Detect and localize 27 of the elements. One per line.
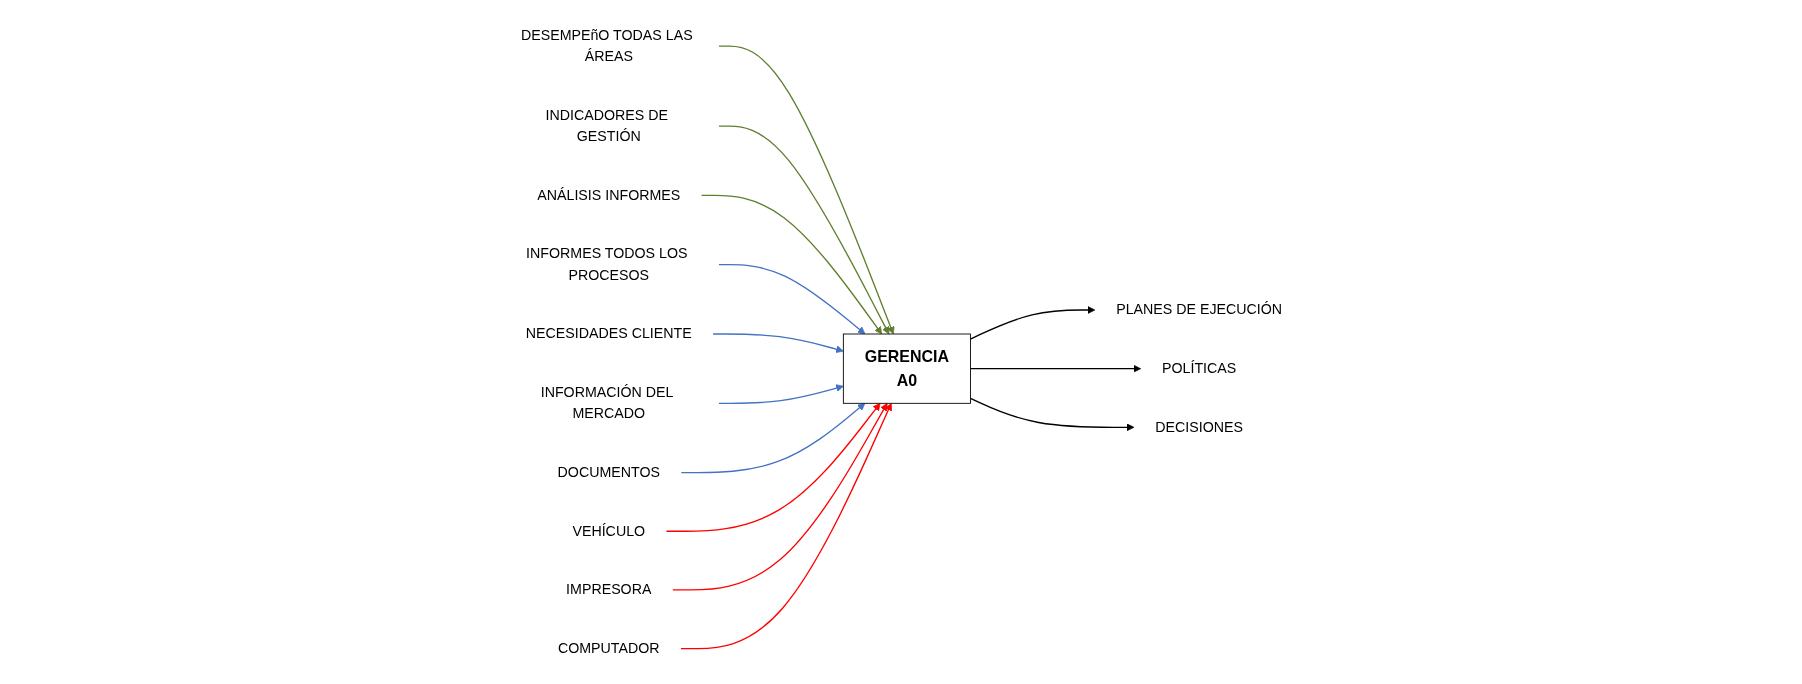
arrow	[700, 194, 883, 335]
arrow	[718, 125, 890, 335]
node-text: INFORMES TODOS LOS PROCESOS	[526, 246, 688, 283]
node-text: VEHÍCULO	[572, 523, 646, 539]
node-text: DESEMPEñO TODAS LAS ÁREAS	[520, 27, 693, 64]
arrow	[969, 306, 1096, 340]
arrow	[718, 45, 895, 335]
arrow	[712, 333, 844, 354]
node-text: INDICADORES DE GESTIÓN	[545, 107, 669, 144]
arrow	[680, 402, 892, 650]
arrow	[969, 397, 1135, 432]
node-text: ANÁLISIS INFORMES	[537, 187, 681, 203]
arrow	[969, 364, 1142, 373]
node-box: GERENCIA A0	[842, 333, 971, 404]
arrow	[718, 264, 866, 335]
arrow	[665, 402, 881, 532]
arrow	[718, 384, 844, 404]
node-text: INFORMACIÓN DEL MERCADO	[540, 384, 673, 422]
node-text: DOCUMENTOS	[557, 464, 660, 480]
node-text: COMPUTADOR	[557, 640, 660, 656]
node-text: IMPRESORA	[566, 581, 652, 598]
node-text: PLANES DE EJECUCIÓN	[1116, 302, 1283, 318]
node-text: POLÍTICAS	[1162, 360, 1237, 376]
node-text: NECESIDADES CLIENTE	[525, 326, 692, 342]
arrow	[680, 402, 866, 474]
node-text: DECISIONES	[1155, 419, 1243, 435]
arrow	[672, 402, 888, 591]
